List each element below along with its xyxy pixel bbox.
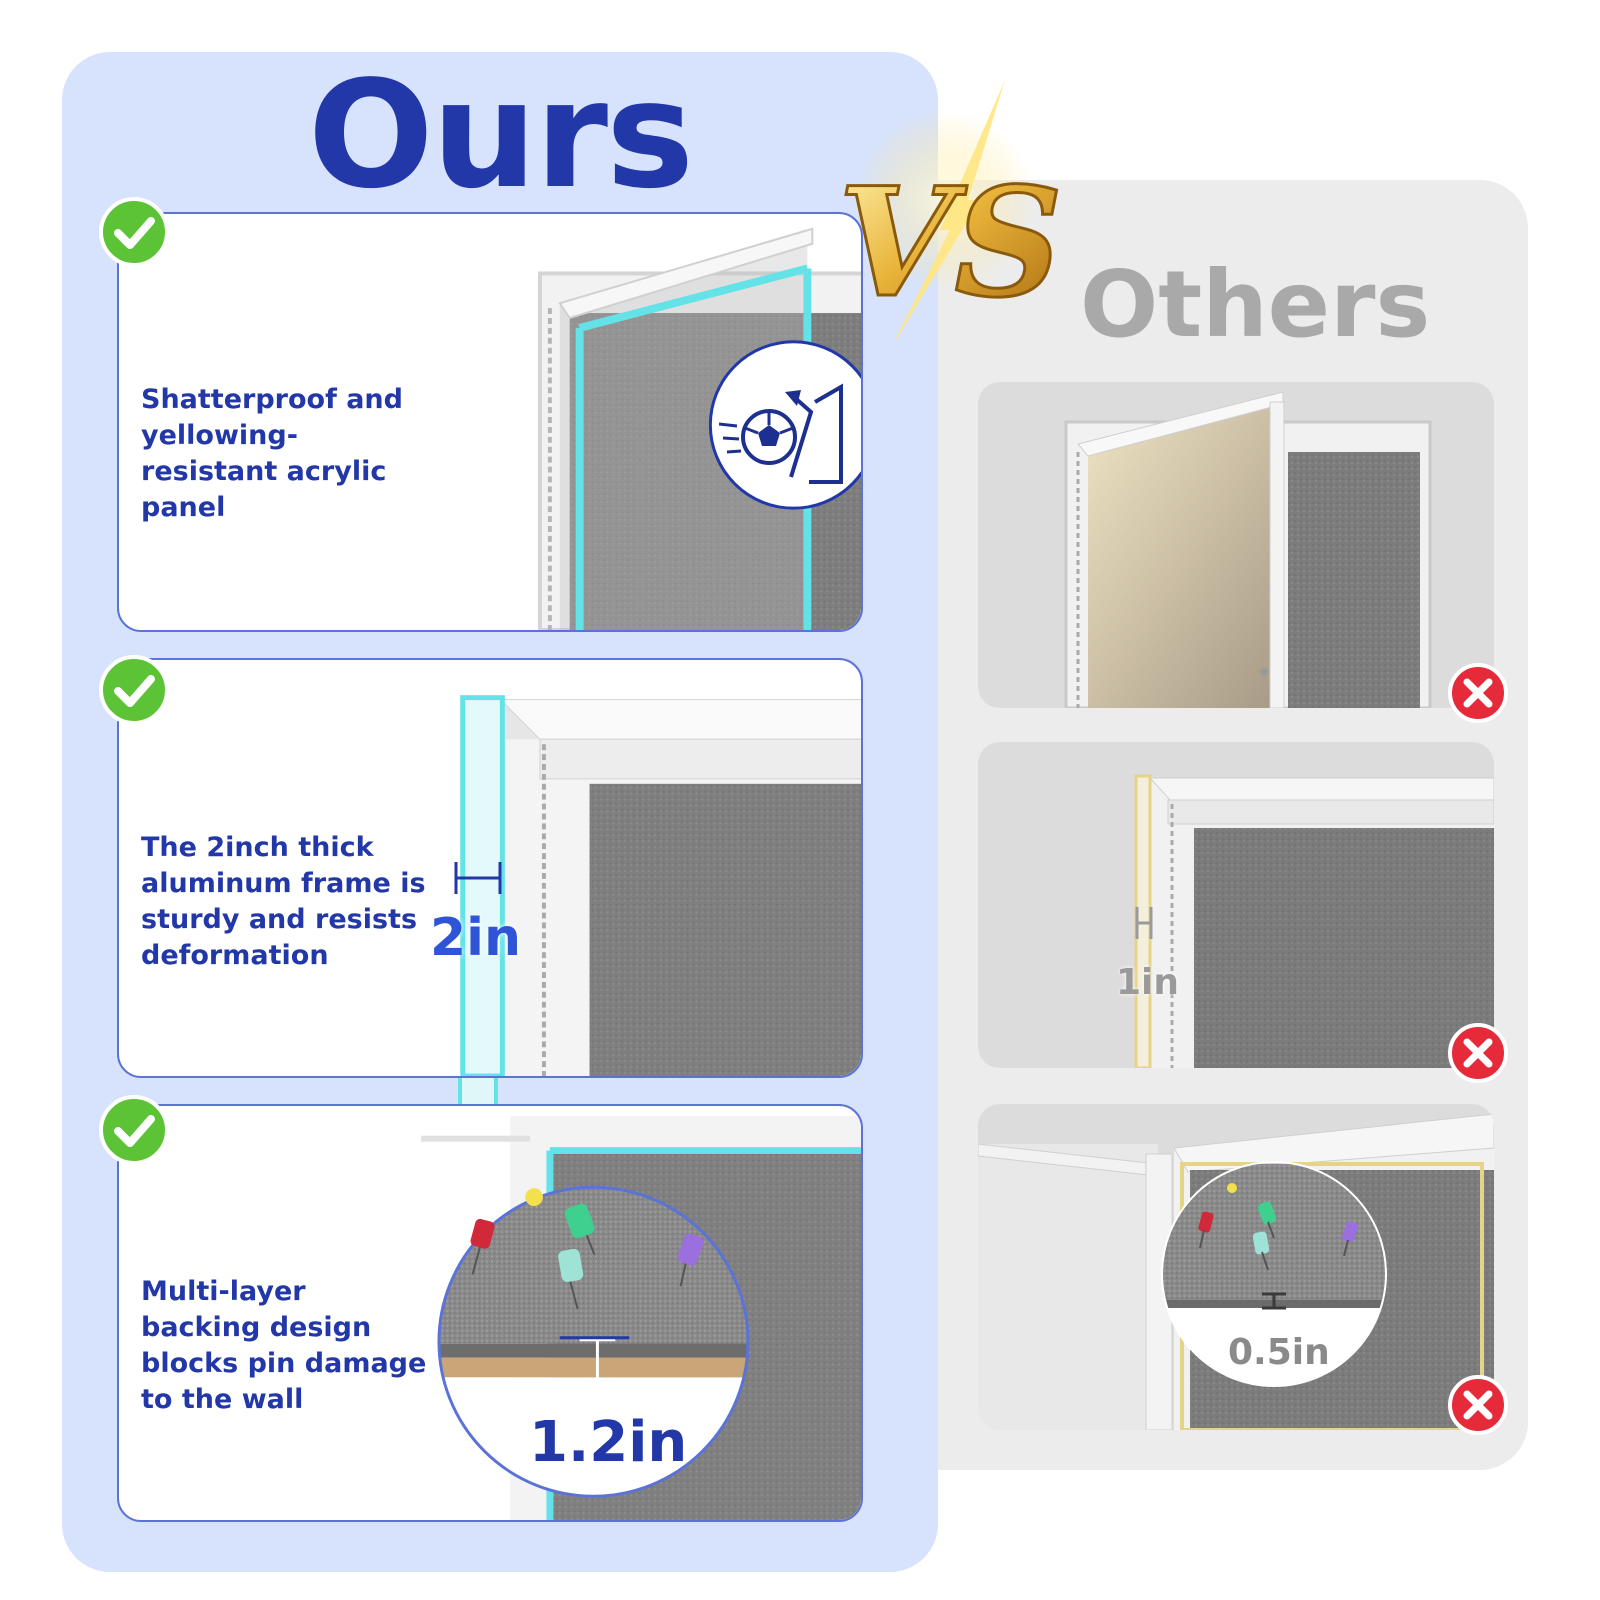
- check-icon: [99, 1095, 169, 1165]
- cross-icon: [1448, 1023, 1508, 1083]
- others-card-panel: [978, 382, 1494, 708]
- cross-icon: [1448, 1375, 1508, 1435]
- pushpin-icon: [564, 1203, 596, 1255]
- others-card-frame: 1in: [978, 742, 1494, 1068]
- others-thin-backing-illustration: [978, 1113, 1494, 1430]
- vs-text: VS: [838, 155, 1060, 331]
- others-title: Others: [1080, 251, 1431, 358]
- ours-card-backing: Multi-layer backing design blocks pin da…: [117, 1104, 863, 1522]
- pushpin-icon: [677, 1233, 704, 1287]
- measure-label-1in: 1in: [1116, 962, 1180, 1003]
- vs-badge: VS: [837, 80, 1060, 340]
- measure-label-2in: 2in: [430, 908, 522, 968]
- frame-thickness-illustration: [460, 695, 861, 1076]
- ours-title: Ours: [307, 49, 694, 221]
- measure-label-1-2in: 1.2in: [529, 1410, 688, 1475]
- cross-icon: [1448, 663, 1508, 723]
- frame-glow-extension: [458, 1078, 498, 1106]
- backing-layers-illustration: [421, 1115, 861, 1520]
- feature-text-backing: Multi-layer backing design blocks pin da…: [141, 1276, 427, 1415]
- ours-card-acrylic: Shatterproof and yellowing-resistant acr…: [117, 212, 863, 632]
- pushpin-icon: [558, 1248, 584, 1310]
- feature-text-acrylic: Shatterproof and yellowing-resistant acr…: [141, 384, 403, 523]
- measure-bracket-2in: [454, 862, 502, 894]
- measure-label-0-5in: 0.5in: [1228, 1332, 1330, 1373]
- check-icon: [99, 655, 169, 725]
- ours-card-frame: The 2inch thick aluminum frame is sturdy…: [117, 658, 863, 1078]
- others-thin-frame-illustration: [1134, 774, 1494, 1068]
- others-yellowed-panel-illustration: [1064, 391, 1432, 708]
- feature-text-frame: The 2inch thick aluminum frame is sturdy…: [141, 832, 426, 971]
- pushpin-icon: [470, 1218, 495, 1275]
- soccer-ball-bounce-icon: [719, 383, 843, 484]
- others-card-backing: 0.5in: [978, 1104, 1494, 1430]
- check-icon: [99, 197, 169, 267]
